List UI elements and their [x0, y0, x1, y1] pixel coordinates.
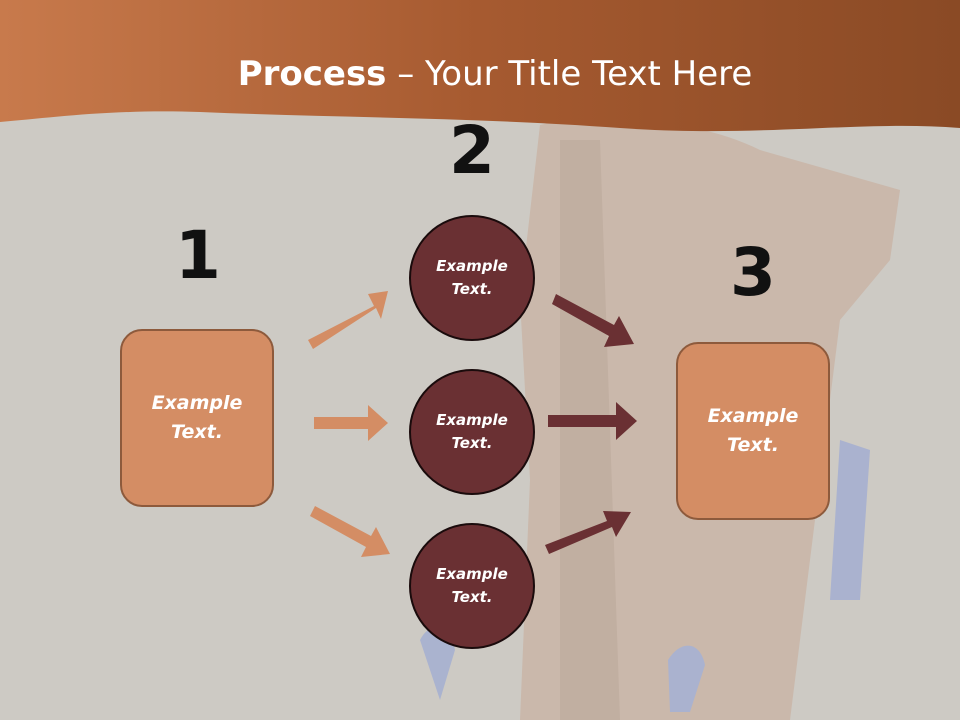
step-number-1: 1: [175, 217, 221, 294]
step-1-text: Example Text.: [151, 392, 243, 443]
step-3-text: Example Text.: [707, 405, 799, 456]
arrow-middle-to-3: [548, 402, 637, 440]
circle-bottom: Example Text.: [409, 523, 535, 649]
step-number-2: 2: [449, 112, 495, 189]
circle-middle: Example Text.: [409, 369, 535, 495]
circle-middle-text: Example Text.: [436, 411, 508, 452]
circle-top: Example Text.: [409, 215, 535, 341]
arrow-top-to-3: [552, 294, 634, 347]
title-rest: – Your Title Text Here: [386, 54, 753, 94]
circle-top-text: Example Text.: [436, 257, 508, 298]
step-1-box: Example Text.: [120, 329, 274, 507]
slide-title: Process – Your Title Text Here: [0, 52, 960, 96]
circle-bottom-text: Example Text.: [436, 565, 508, 606]
arrow-1-to-top: [308, 291, 388, 349]
title-bold: Process: [237, 54, 387, 94]
arrow-1-to-bottom: [310, 506, 390, 557]
arrow-1-to-middle: [314, 405, 388, 441]
step-3-box: Example Text.: [676, 342, 830, 520]
arrow-bottom-to-3: [545, 511, 631, 554]
header-wave: [0, 0, 960, 132]
step-number-3: 3: [730, 234, 776, 311]
